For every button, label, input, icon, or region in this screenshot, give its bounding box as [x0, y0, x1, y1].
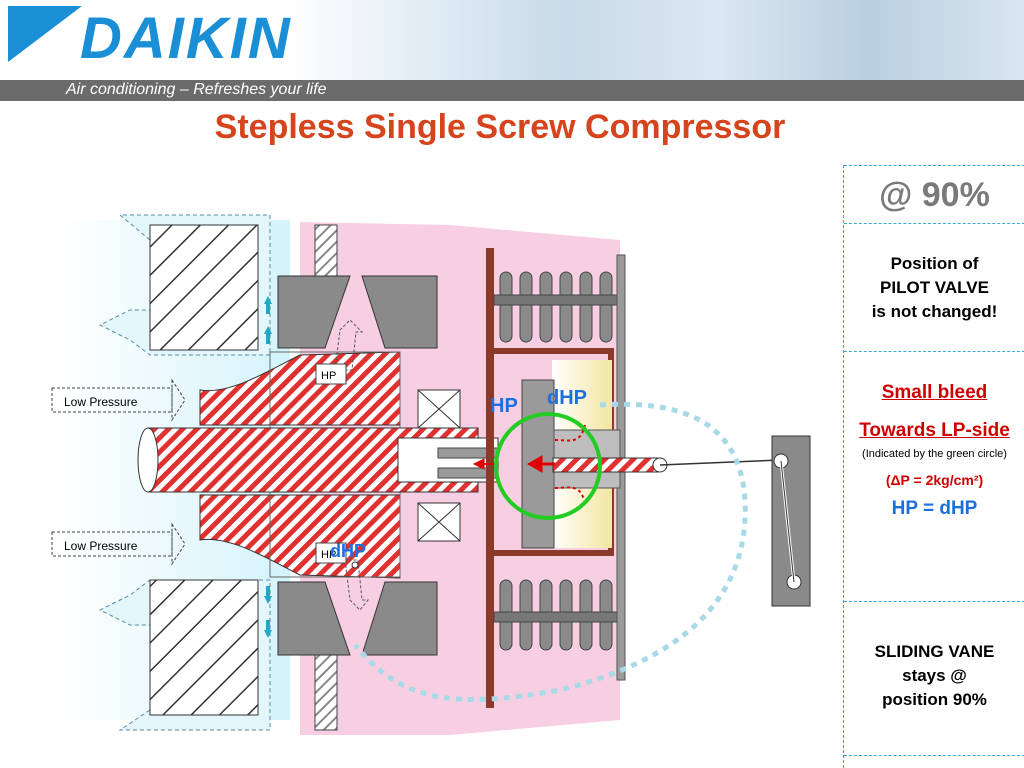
low-pressure-label-top: Low Pressure [64, 395, 138, 409]
dhp-big-label: dHP [547, 387, 587, 409]
cyan-arrows [264, 296, 272, 638]
springs-bottom [493, 579, 619, 651]
bearing-top [417, 389, 461, 429]
compressor-diagram: Low Pressure Low Pressure HP HP dHP HP d… [51, 214, 811, 735]
tagline-bar [0, 80, 1024, 101]
valve-rod [552, 457, 659, 473]
hp-small-label-bottom: HP [321, 549, 336, 561]
hp-big-label: HP [490, 395, 518, 417]
info-panel: @ 90% Position of PILOT VALVE is not cha… [843, 165, 1024, 768]
hp-arrow-bottom [344, 559, 370, 611]
panel-vane-cell: SLIDING VANE stays @ position 90% [844, 601, 1024, 753]
panel-bleed-cell: Small bleed Towards LP-side (Indicated b… [844, 351, 1024, 599]
hp-small-label-top: HP [321, 370, 336, 382]
casing-block-top [149, 224, 259, 351]
panel-bottom-cell [844, 755, 1024, 768]
small-bleed-label: Small bleed [881, 382, 988, 403]
pilot-line-2: PILOT VALVE [880, 278, 989, 297]
daikin-logo-triangle-icon [8, 6, 82, 62]
daikin-logo: DAIKIN [80, 6, 292, 71]
bearing-bottom [417, 502, 461, 542]
screw-rotor-lower [199, 494, 401, 579]
towards-lp-label: Towards LP-side [859, 420, 1010, 441]
wall-bottom [314, 654, 338, 731]
wall-top [314, 224, 338, 281]
panel-pilot-cell: Position of PILOT VALVE is not changed! [844, 223, 1024, 349]
pilot-line-3: is not changed! [871, 302, 998, 321]
hp-equals-dhp-label: HP = dHP [891, 498, 978, 519]
springs-top [493, 271, 619, 343]
delta-p-label: (ΔP = 2kg/cm²) [885, 472, 984, 488]
header-banner: DAIKIN [0, 0, 1024, 80]
vane-line-1: SLIDING VANE [874, 642, 995, 661]
shaft-end [137, 427, 159, 493]
bleed-path [353, 401, 748, 703]
vane-line-2: stays @ [902, 666, 967, 685]
percent-label: @ 90% [879, 176, 990, 214]
pilot-line-1: Position of [890, 254, 979, 273]
panel-percent-cell: @ 90% [844, 165, 1024, 222]
hp-arrow-top [334, 319, 364, 371]
low-pressure-label-bottom: Low Pressure [64, 539, 138, 553]
bleed-indicator-circle [494, 412, 602, 520]
vane-line-3: position 90% [882, 690, 987, 709]
casing-block-bottom [149, 579, 259, 716]
tagline: Air conditioning – Refreshes your life [66, 81, 327, 98]
slide-title: Stepless Single Screw Compressor [214, 108, 786, 146]
gate-rotor-bottom [277, 581, 438, 656]
dhp-label-bottom: dHP [330, 541, 366, 561]
gate-rotor-top [277, 275, 438, 349]
indicated-note: (Indicated by the green circle) [862, 448, 1007, 460]
